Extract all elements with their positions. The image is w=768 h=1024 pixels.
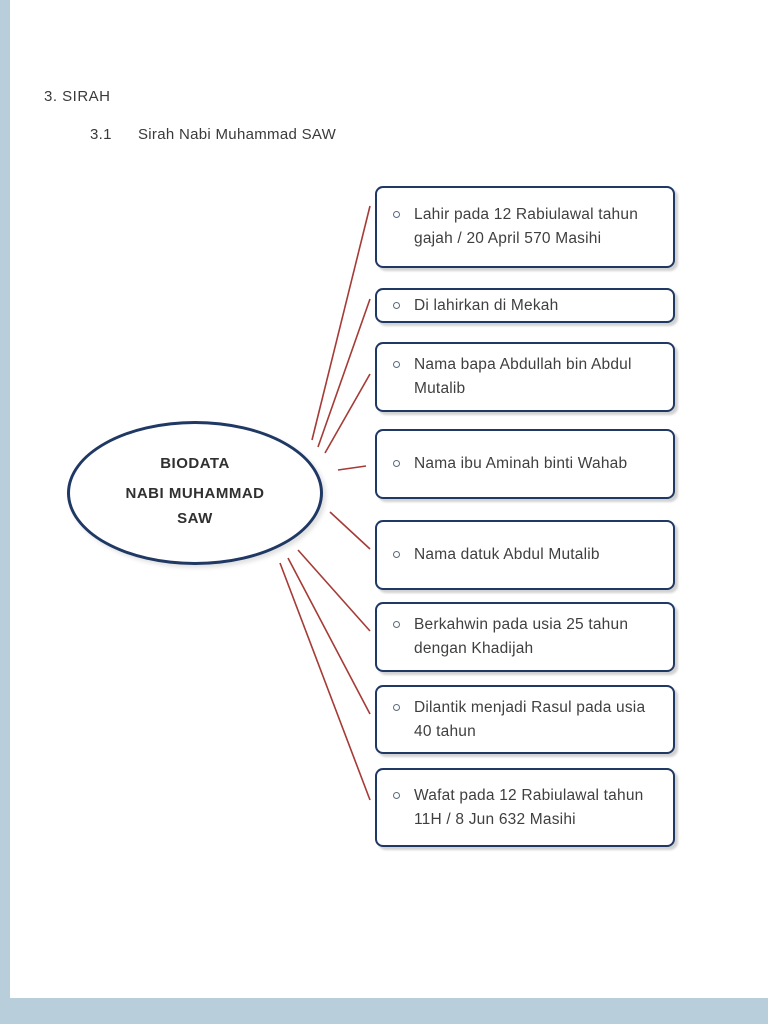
info-box-mother: Nama ibu Aminah binti Wahab: [375, 429, 675, 499]
info-box-text: Nama ibu Aminah binti Wahab: [414, 455, 628, 472]
connector-line: [287, 557, 371, 715]
connector-line: [329, 511, 371, 550]
bullet-icon: [393, 621, 400, 628]
subsection-number: 3.1: [90, 126, 112, 143]
info-box-text: Di lahirkan di Mekah: [414, 296, 559, 314]
info-box-father: Nama bapa Abdullah bin Abdul Mutalib: [375, 342, 675, 412]
bullet-icon: [393, 361, 400, 368]
info-box-text: Berkahwin pada usia 25 tahun dengan Khad…: [414, 616, 629, 657]
section-heading: 3. SIRAH: [44, 88, 111, 105]
info-box-birthplace: Di lahirkan di Mekah: [375, 288, 675, 323]
bullet-icon: [393, 211, 400, 218]
bullet-icon: [393, 301, 400, 309]
info-box-grandfather: Nama datuk Abdul Mutalib: [375, 520, 675, 590]
connector-line: [337, 465, 367, 471]
info-box-prophethood: Dilantik menjadi Rasul pada usia 40 tahu…: [375, 685, 675, 754]
subsection-heading: 3.1 Sirah Nabi Muhammad SAW: [90, 126, 336, 143]
central-node-name-line2: SAW: [177, 510, 213, 527]
connector-line: [324, 373, 371, 454]
bullet-icon: [393, 703, 400, 711]
connector-line: [311, 205, 371, 441]
bullet-icon: [393, 551, 400, 558]
info-box-text: Wafat pada 12 Rabiulawal tahun 11H / 8 J…: [414, 786, 644, 828]
subsection-title: Sirah Nabi Muhammad SAW: [138, 126, 337, 143]
connector-line: [279, 562, 371, 801]
info-box-text: Nama bapa Abdullah bin Abdul Mutalib: [414, 356, 632, 397]
info-box-death: Wafat pada 12 Rabiulawal tahun 11H / 8 J…: [375, 768, 675, 847]
info-box-text: Dilantik menjadi Rasul pada usia 40 tahu…: [414, 698, 646, 740]
info-box-text: Lahir pada 12 Rabiulawal tahun gajah / 2…: [414, 206, 639, 247]
central-node: BIODATA NABI MUHAMMAD SAW: [67, 421, 323, 565]
bullet-icon: [393, 460, 400, 467]
central-node-name-line1: NABI MUHAMMAD: [125, 485, 265, 502]
connector-line: [317, 298, 371, 448]
info-box-birth: Lahir pada 12 Rabiulawal tahun gajah / 2…: [375, 186, 675, 268]
info-box-marriage: Berkahwin pada usia 25 tahun dengan Khad…: [375, 602, 675, 672]
bullet-icon: [393, 791, 400, 799]
connector-line: [297, 549, 371, 632]
info-box-text: Nama datuk Abdul Mutalib: [414, 546, 600, 563]
document-page: 3. SIRAH 3.1 Sirah Nabi Muhammad SAW BIOD…: [10, 0, 768, 998]
central-node-title: BIODATA: [160, 455, 230, 472]
